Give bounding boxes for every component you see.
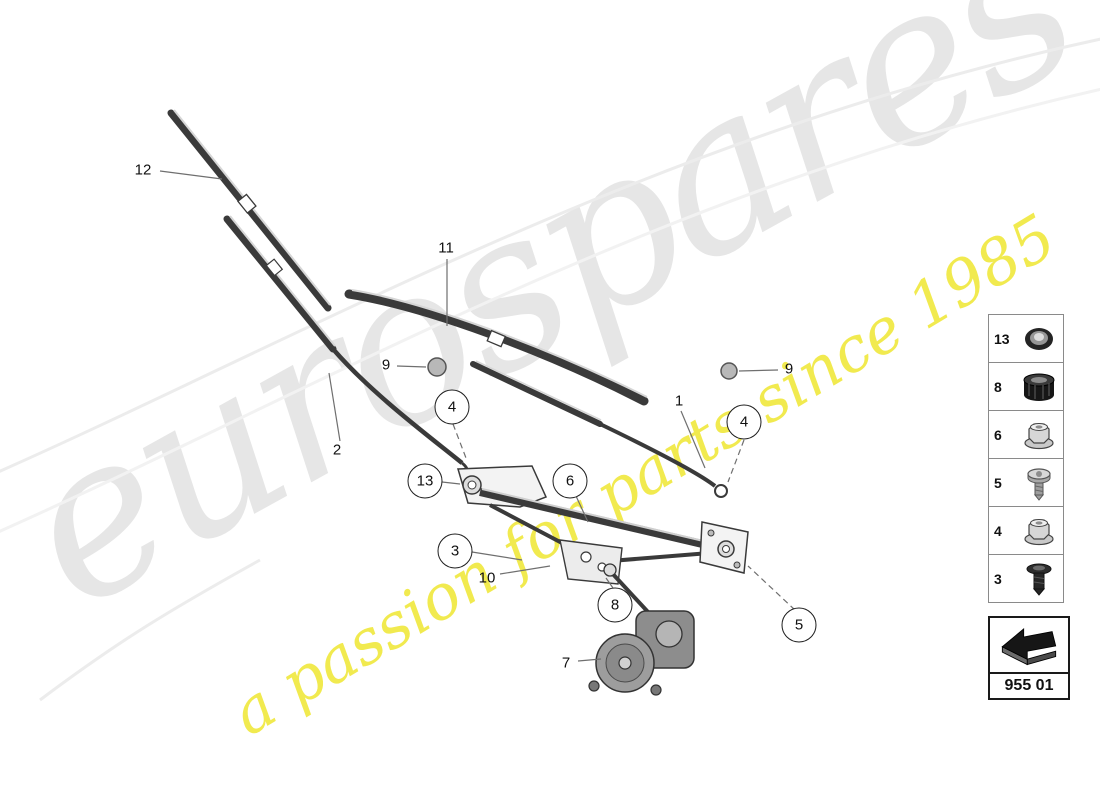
callout-3[interactable]: 3 bbox=[437, 533, 473, 569]
wiper-blade-11 bbox=[344, 289, 649, 406]
part-box-6[interactable]: 6 bbox=[988, 410, 1064, 458]
callout-4-left[interactable]: 4 bbox=[434, 389, 470, 425]
wiper-linkage-frame bbox=[457, 465, 749, 585]
callout-7[interactable]: 7 bbox=[561, 654, 571, 672]
callout-8[interactable]: 8 bbox=[597, 587, 633, 623]
part-box-3[interactable]: 3 bbox=[988, 554, 1064, 603]
bolt-icon bbox=[1014, 561, 1063, 597]
dashed-leader-lines bbox=[452, 423, 796, 611]
dome-nut-icon bbox=[1014, 324, 1063, 354]
part-number: 8 bbox=[994, 378, 1002, 395]
leader-lines bbox=[159, 170, 779, 662]
callout-2[interactable]: 2 bbox=[332, 441, 342, 459]
part-box-8[interactable]: 8 bbox=[988, 362, 1064, 410]
wiper-motor bbox=[588, 563, 695, 696]
part-box-4[interactable]: 4 bbox=[988, 506, 1064, 554]
part-number: 3 bbox=[994, 570, 1002, 587]
callout-11[interactable]: 11 bbox=[438, 239, 454, 257]
part-number: 6 bbox=[994, 426, 1002, 443]
wiper-blade-12 bbox=[167, 109, 332, 312]
cap-9-right bbox=[720, 362, 738, 380]
callout-1[interactable]: 1 bbox=[674, 392, 684, 410]
callout-9-left[interactable]: 9 bbox=[381, 356, 391, 374]
part-box-5[interactable]: 5 bbox=[988, 458, 1064, 506]
callout-5[interactable]: 5 bbox=[781, 607, 817, 643]
callout-4-right[interactable]: 4 bbox=[726, 404, 762, 440]
flange-nut-icon bbox=[1014, 515, 1063, 547]
part-box-13[interactable]: 13 bbox=[988, 314, 1064, 362]
part-group-code: 955 01 bbox=[990, 672, 1068, 698]
screw-icon bbox=[1014, 465, 1063, 501]
part-number: 13 bbox=[994, 330, 1010, 347]
part-number: 4 bbox=[994, 522, 1002, 539]
parts-thumbnail-list: 13 8 bbox=[988, 314, 1064, 603]
callout-9-right[interactable]: 9 bbox=[784, 360, 794, 378]
callout-10[interactable]: 10 bbox=[478, 569, 496, 587]
wiper-arm-2 bbox=[223, 215, 469, 478]
callout-6[interactable]: 6 bbox=[552, 463, 588, 499]
part-number: 5 bbox=[994, 474, 1002, 491]
wiper-arm-1 bbox=[470, 360, 728, 498]
cap-9-left bbox=[427, 357, 447, 377]
callout-13[interactable]: 13 bbox=[407, 463, 443, 499]
flange-nut-icon bbox=[1014, 419, 1063, 451]
direction-arrow-icon bbox=[990, 618, 1068, 672]
bearing-icon bbox=[1014, 370, 1063, 404]
part-group-box[interactable]: 955 01 bbox=[988, 616, 1070, 700]
callout-12[interactable]: 12 bbox=[134, 161, 152, 179]
